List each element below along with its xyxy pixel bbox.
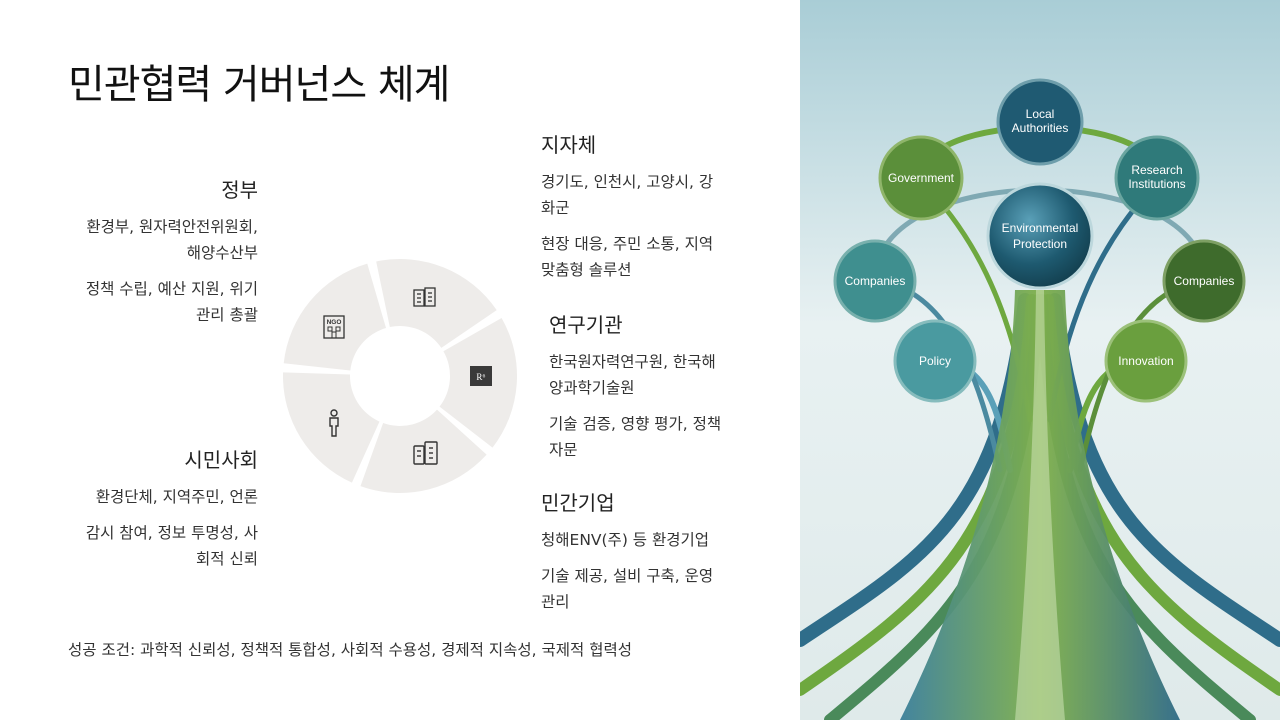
node-policy: Policy [893, 319, 977, 403]
citizen-icon [329, 409, 339, 437]
government-buildings-icon [413, 287, 436, 307]
company-building-icon [413, 441, 438, 465]
node-research-institutions: Research Institutions [1114, 135, 1200, 221]
donut-segment-government-buildings [376, 259, 497, 348]
local-government-section: 지자체 경기도, 인천시, 고양시, 강 화군 현장 대응, 주민 소통, 지역… [541, 131, 733, 293]
government-roles: 정책 수립, 예산 지원, 위기 관리 총괄 [85, 280, 258, 324]
svg-text:Authorities: Authorities [1012, 121, 1069, 135]
donut-segment-citizen [283, 372, 380, 483]
research-roles: 기술 검증, 영향 평가, 정책 자문 [549, 415, 722, 459]
node-local-authorities: Local Authorities [996, 78, 1084, 166]
private-sector-members: 청해ENV(주) 등 환경기업 [541, 531, 710, 549]
local-government-members: 경기도, 인천시, 고양시, 강 화군 [541, 173, 714, 217]
svg-text:Protection: Protection [1013, 237, 1067, 251]
svg-text:Environmental: Environmental [1002, 221, 1079, 235]
page-title: 민관협력 거버넌스 체계 [68, 62, 450, 108]
node-government: Government [878, 135, 964, 221]
civil-society-members: 환경단체, 지역주민, 언론 [95, 488, 258, 506]
government-heading: 정부 [221, 178, 258, 202]
svg-text:NGO: NGO [327, 319, 342, 326]
government-section: 정부 환경부, 원자력안전위원회, 해양수산부 정책 수립, 예산 지원, 위기… [60, 176, 258, 338]
private-sector-heading: 민간기업 [541, 491, 615, 515]
government-members: 환경부, 원자력안전위원회, 해양수산부 [86, 218, 258, 262]
donut-segment-ngo [283, 263, 387, 371]
node-innovation: Innovation [1104, 319, 1188, 403]
private-sector-roles: 기술 제공, 설비 구축, 운영 관리 [541, 567, 714, 611]
research-heading: 연구기관 [549, 313, 623, 337]
svg-text:Research: Research [1131, 163, 1182, 177]
slide: 민관협력 거버넌스 체계 정부 환경부, 원자력안전위원회, 해양수산부 정책 … [60, 62, 739, 659]
svg-text:Companies: Companies [845, 274, 906, 288]
civil-society-heading: 시민사회 [184, 448, 258, 472]
node-environmental-protection: Environmental Protection [986, 182, 1094, 290]
svg-text:Local: Local [1026, 107, 1055, 121]
node-companies-left: Companies [833, 239, 917, 323]
stakeholder-donut: R⁶ NGO [283, 259, 517, 493]
svg-text:Companies: Companies [1174, 274, 1235, 288]
svg-text:R⁶: R⁶ [476, 372, 485, 382]
svg-text:Policy: Policy [919, 354, 951, 368]
research-icon: R⁶ [470, 366, 492, 386]
research-section: 연구기관 한국원자력연구원, 한국해 양과학기술원 기술 검증, 영향 평가, … [549, 311, 739, 473]
svg-text:Institutions: Institutions [1128, 177, 1185, 191]
civil-society-roles: 감시 참여, 정보 투명성, 사 회적 신뢰 [85, 524, 258, 568]
local-government-roles: 현장 대응, 주민 소통, 지역 맞춤형 솔루션 [541, 235, 714, 279]
research-members: 한국원자력연구원, 한국해 양과학기술원 [549, 353, 716, 397]
governance-tree-illustration: Local Authorities Government Research In… [800, 0, 1280, 720]
svg-text:Government: Government [888, 171, 955, 185]
svg-text:Innovation: Innovation [1118, 354, 1173, 368]
success-conditions: 성공 조건: 과학적 신뢰성, 정책적 통합성, 사회적 수용성, 경제적 지속… [68, 641, 632, 659]
private-sector-section: 민간기업 청해ENV(주) 등 환경기업 기술 제공, 설비 구축, 운영 관리 [541, 489, 733, 625]
node-companies-right: Companies [1162, 239, 1246, 323]
ngo-icon: NGO [323, 315, 345, 339]
local-government-heading: 지자체 [541, 133, 597, 157]
civil-society-section: 시민사회 환경단체, 지역주민, 언론 감시 참여, 정보 투명성, 사 회적 … [60, 446, 258, 582]
